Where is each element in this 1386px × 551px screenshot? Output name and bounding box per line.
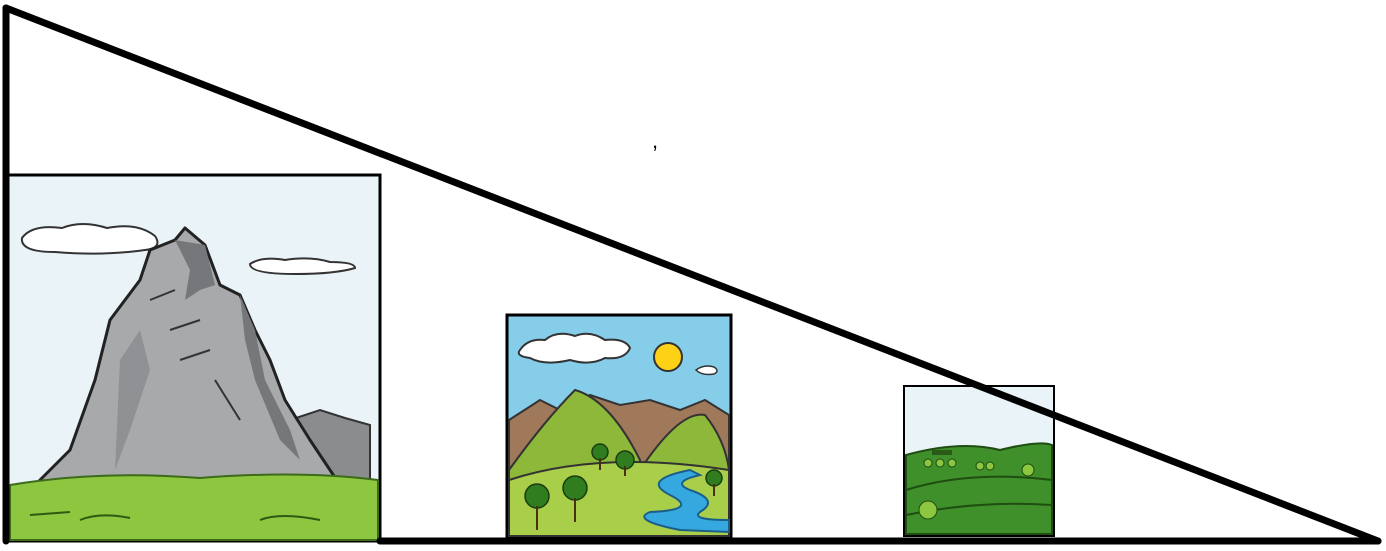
mountain-picture (6, 173, 382, 543)
comma-mark: , (652, 128, 659, 153)
plain-picture (903, 385, 1055, 537)
slope-triangle (2, 4, 1382, 545)
triangle-hypotenuse (2, 4, 1382, 545)
hills-picture (505, 313, 733, 540)
